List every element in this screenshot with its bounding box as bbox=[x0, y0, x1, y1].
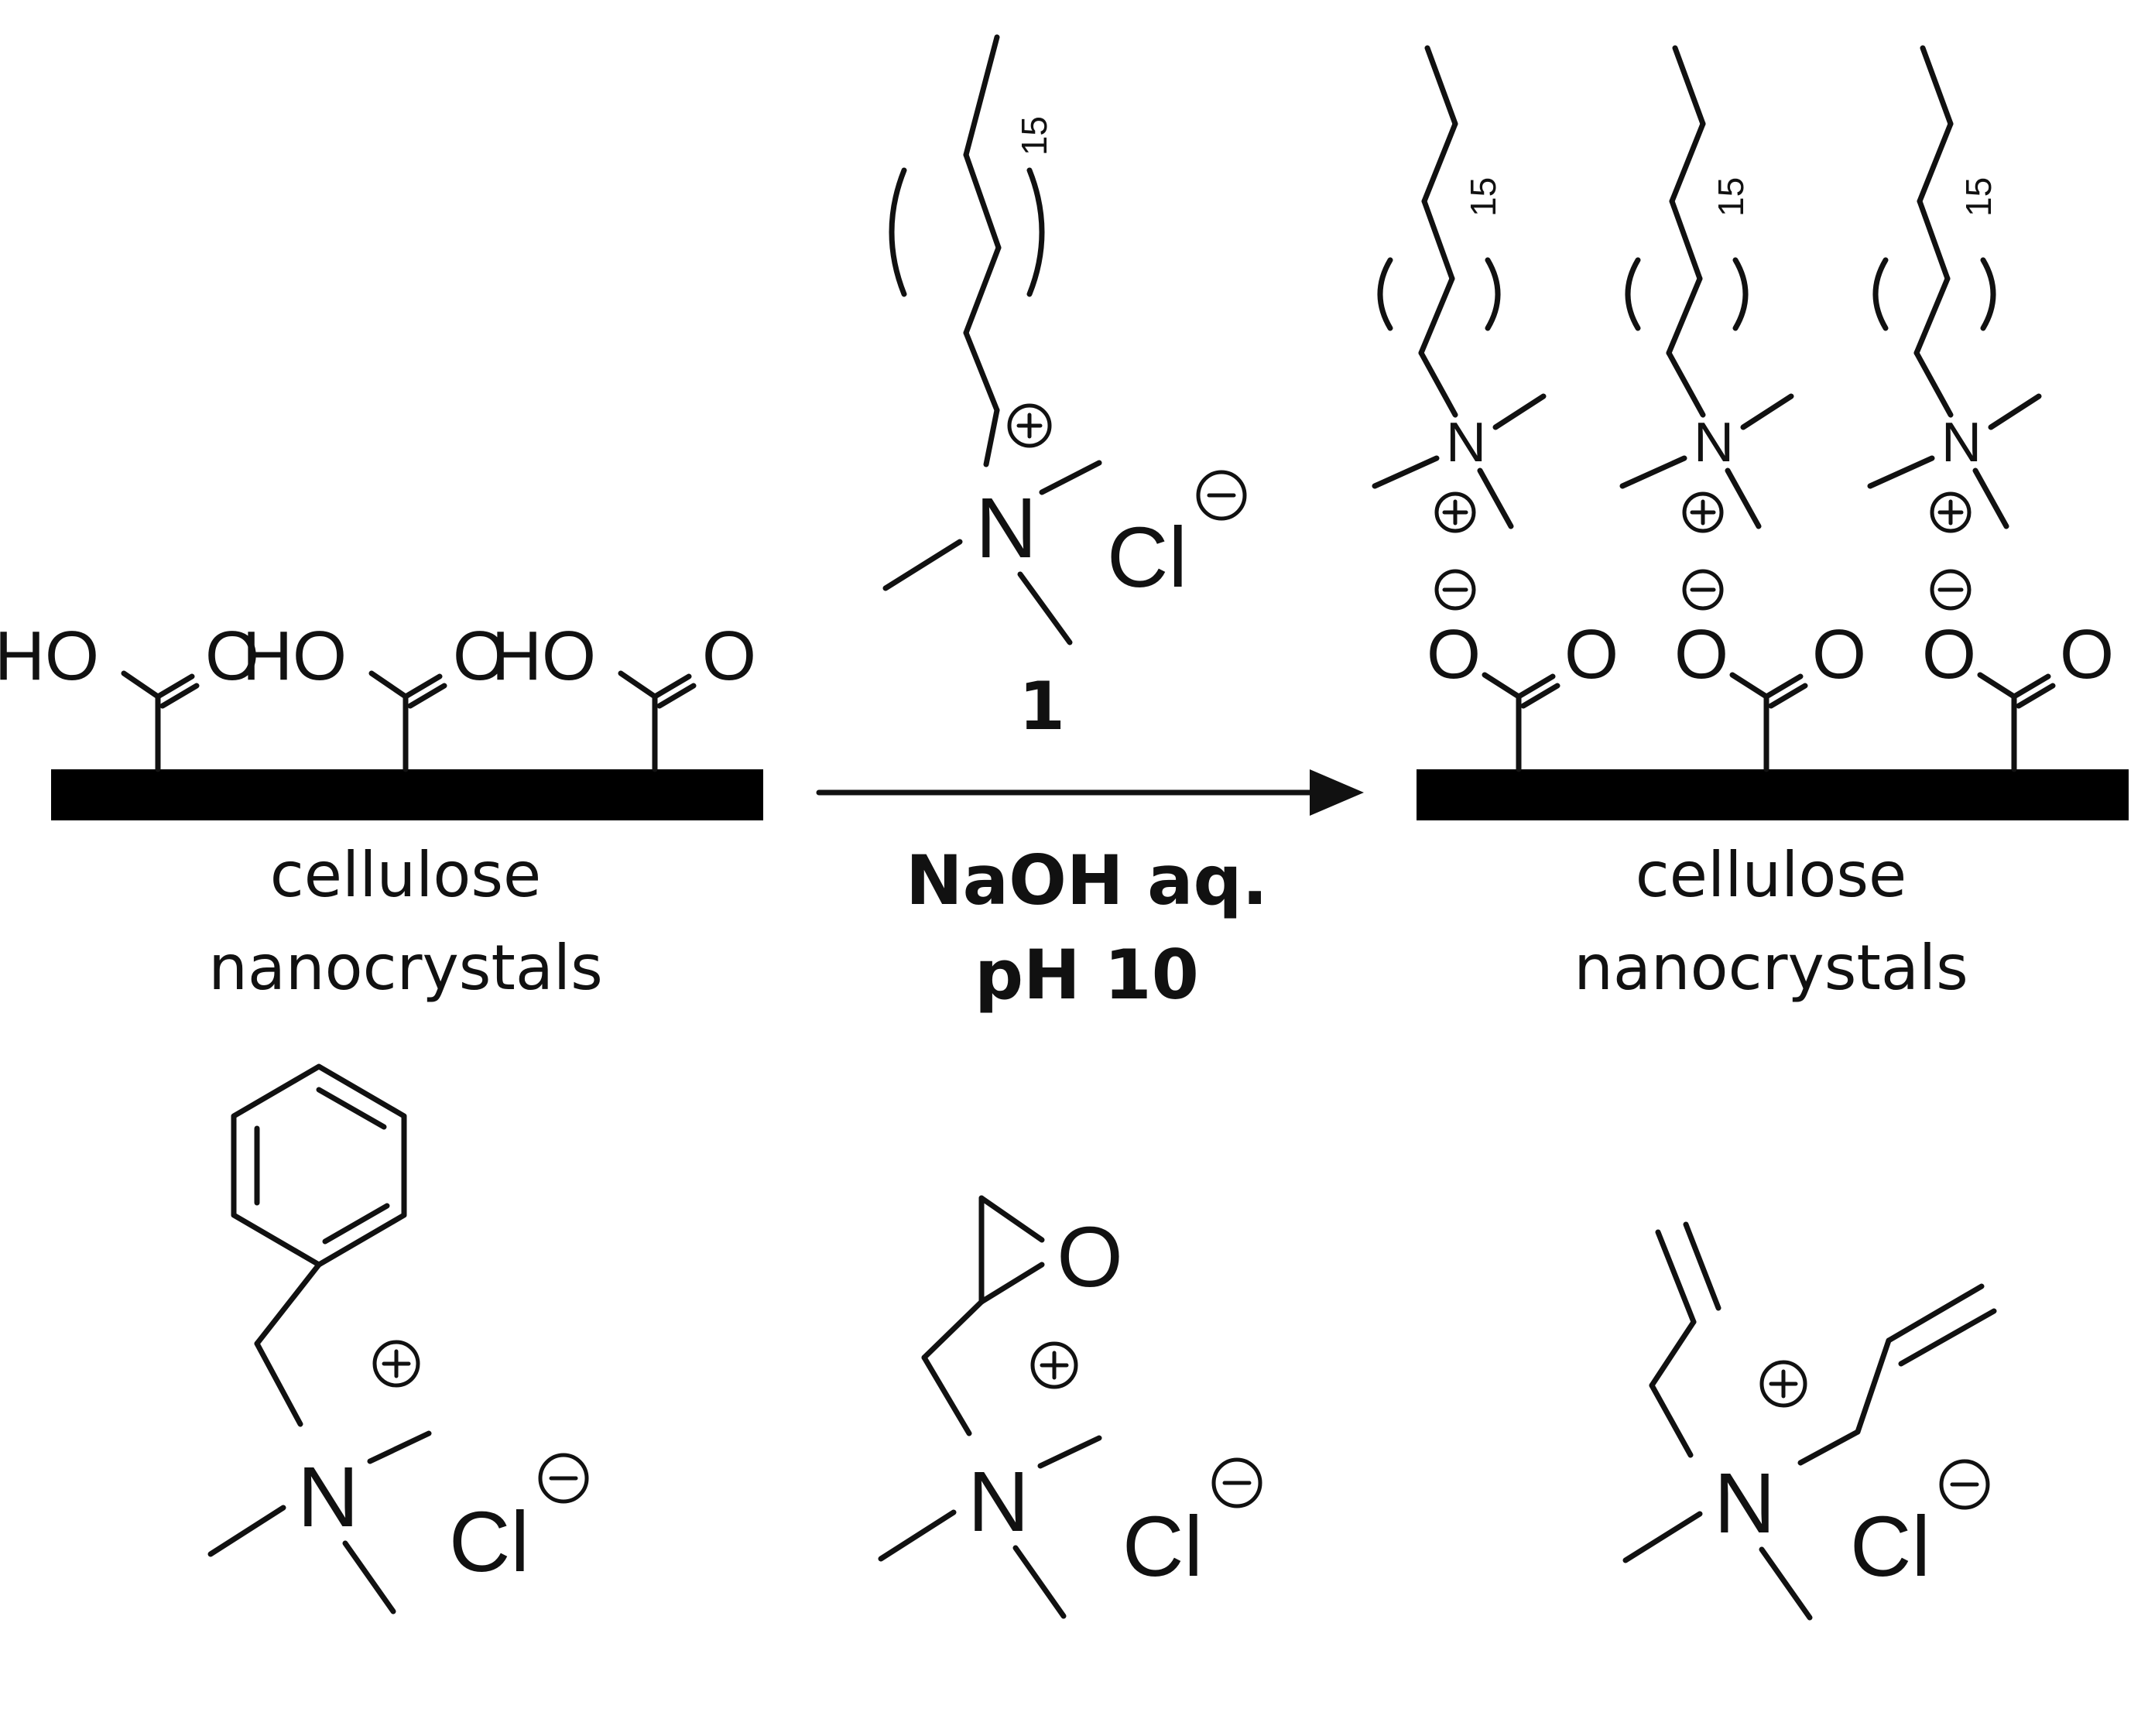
repeat-count: 15 bbox=[1463, 177, 1503, 217]
ion-pair-3: O O N 15 bbox=[1867, 45, 2114, 772]
repeat-count: 15 bbox=[1958, 177, 1999, 217]
diallyl-ammonium-salt: N Cl bbox=[1622, 1221, 1997, 1621]
nitrogen-label: N bbox=[1714, 1456, 1775, 1551]
oxygen-label: O bbox=[1564, 616, 1619, 693]
oxygen-label: O bbox=[205, 618, 259, 695]
oxygen-label: O bbox=[1427, 616, 1481, 693]
caption-left-line2: nanocrystals bbox=[208, 932, 603, 1004]
cnc-surface-right bbox=[1417, 769, 2129, 820]
nitrogen-label: N bbox=[968, 1454, 1029, 1549]
glycidyl-ammonium-salt: O N Cl bbox=[878, 1195, 1262, 1619]
hydroxyl-label: HO bbox=[242, 618, 347, 695]
condition-ph: pH 10 bbox=[975, 935, 1199, 1015]
nitrogen-label: N bbox=[1446, 412, 1486, 474]
oxygen-label: O bbox=[2060, 616, 2114, 693]
chloride-label: Cl bbox=[1107, 510, 1187, 605]
nitrogen-label: N bbox=[975, 481, 1036, 576]
cnc-surface-left bbox=[51, 769, 763, 820]
cnc-product: O O N 15 O O bbox=[1372, 45, 2129, 1004]
repeat-count: 15 bbox=[1014, 116, 1054, 156]
chloride-label: Cl bbox=[1850, 1499, 1930, 1594]
cnc-starting-material: HO O HO O HO O cellulose nanocrystals bbox=[0, 618, 763, 1004]
caption-right-line2: nanocrystals bbox=[1574, 932, 1968, 1004]
repeat-bracket-right bbox=[1026, 167, 1045, 297]
chloride-label: Cl bbox=[449, 1495, 529, 1590]
reagent-1: 15 N Cl 1 bbox=[882, 34, 1247, 745]
oxygen-label: O bbox=[1922, 616, 1976, 693]
carboxylic-acid-1: HO O bbox=[0, 618, 259, 772]
hydroxyl-label: HO bbox=[0, 618, 99, 695]
oxygen-label: O bbox=[702, 618, 756, 695]
oxygen-label: O bbox=[1812, 616, 1866, 693]
hydroxyl-label: HO bbox=[492, 618, 596, 695]
benzyl-ammonium-salt: N Cl bbox=[207, 1063, 589, 1614]
nitrogen-label: N bbox=[1941, 412, 1982, 474]
caption-left-line1: cellulose bbox=[270, 839, 541, 911]
oxygen-label: O bbox=[1674, 616, 1728, 693]
condition-reagent: NaOH aq. bbox=[906, 841, 1268, 920]
oxygen-label: O bbox=[1057, 1210, 1123, 1305]
nitrogen-label: N bbox=[1694, 412, 1734, 474]
caption-right-line1: cellulose bbox=[1636, 839, 1906, 911]
repeat-bracket-left bbox=[889, 167, 907, 297]
repeat-count: 15 bbox=[1711, 177, 1751, 217]
oxygen-label: O bbox=[453, 618, 507, 695]
carboxylic-acid-2: HO O bbox=[242, 618, 507, 772]
nitrogen-label: N bbox=[297, 1450, 358, 1545]
chloride-label: Cl bbox=[1122, 1499, 1203, 1594]
compound-number: 1 bbox=[1019, 668, 1065, 745]
ion-pair-1: O O N 15 bbox=[1372, 45, 1619, 772]
carboxylic-acid-3: HO O bbox=[492, 618, 756, 772]
reaction-arrow bbox=[816, 769, 1364, 816]
ion-pair-2: O O N 15 bbox=[1619, 45, 1866, 772]
